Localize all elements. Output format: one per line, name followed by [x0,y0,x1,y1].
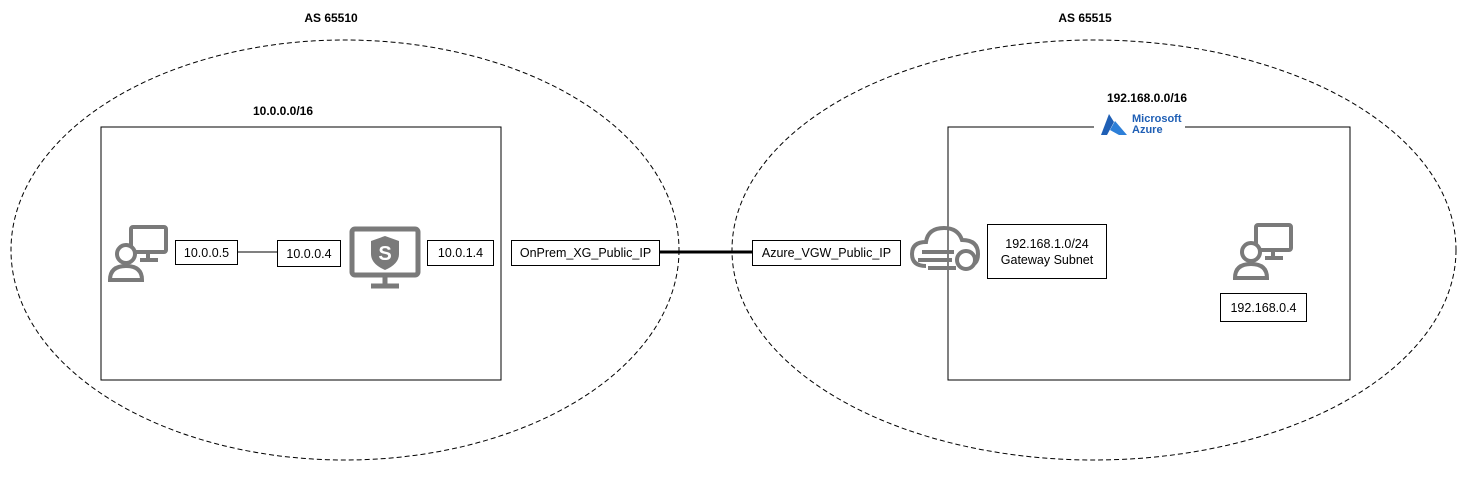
azure-logo-line1: Microsoft [1132,113,1182,125]
onprem-public-ip-box: OnPrem_XG_Public_IP [511,240,660,266]
client-ip-box: 10.0.0.5 [175,240,238,265]
sophos-firewall-monitor-icon: S [349,226,421,289]
gateway-subnet-name: Gateway Subnet [1000,252,1094,267]
firewall-lan-ip-box: 10.0.0.4 [277,240,341,267]
onprem-network-box [100,126,502,381]
azure-public-ip-box: Azure_VGW_Public_IP [752,240,901,266]
gateway-subnet-box: 192.168.1.0/24 Gateway Subnet [987,224,1107,279]
azure-triangle-logo-icon [1101,114,1127,135]
as-label-right: AS 65515 [1058,11,1112,25]
as-65515-boundary [731,39,1457,461]
user-workstation-icon [1232,223,1293,280]
azure-logo-line2: Azure [1132,124,1163,136]
azure-vpn-gateway-cloud-icon [909,225,981,271]
azure-vm-ip-box: 192.168.0.4 [1220,293,1307,322]
as-65510-boundary [10,39,680,461]
as-label-left: AS 65510 [304,11,358,25]
user-workstation-icon [107,225,168,282]
azure-logo-text: Microsoft Azure [1129,114,1182,136]
firewall-wan-ip-box: 10.0.1.4 [427,240,494,266]
microsoft-azure-logo: Microsoft Azure [1094,113,1185,137]
svg-text:S: S [378,243,391,265]
gateway-subnet-cidr: 192.168.1.0/24 [1005,236,1089,251]
onprem-subnet-label: 10.0.0.0/16 [252,104,314,118]
azure-vnet-subnet-label: 192.168.0.0/16 [1106,91,1188,105]
